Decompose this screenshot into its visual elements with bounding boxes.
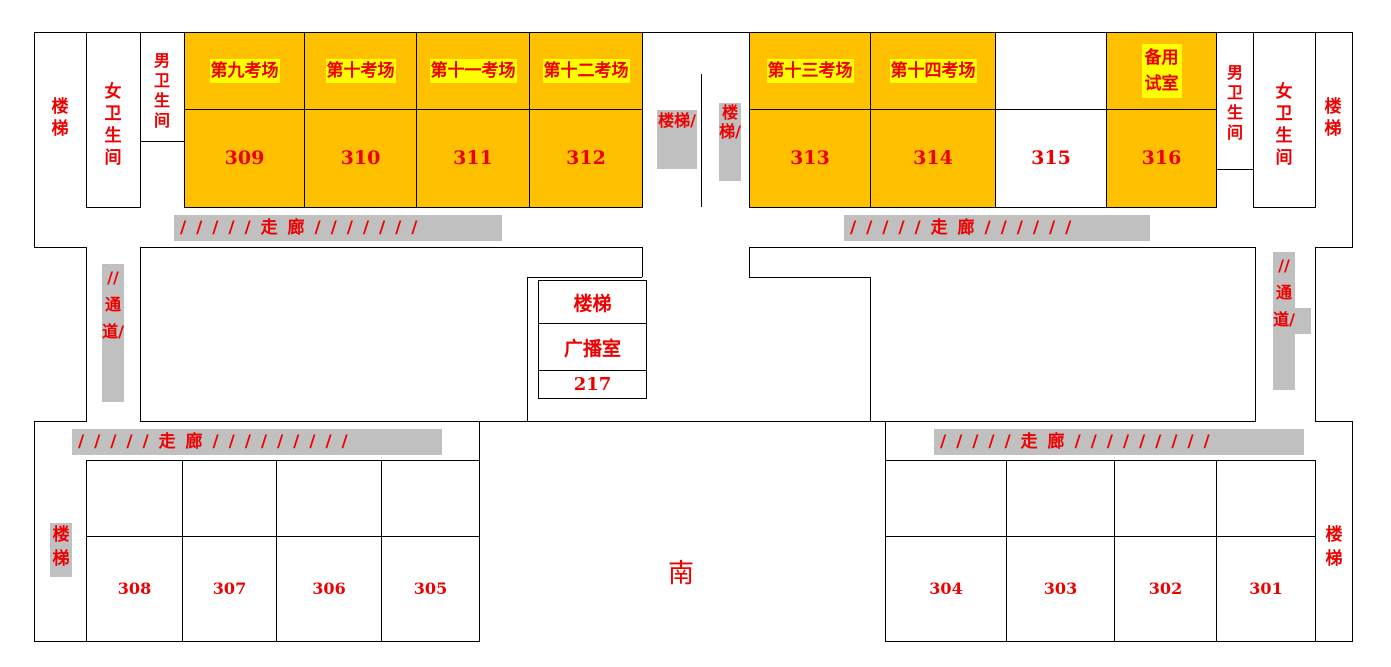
south-label: 南 — [668, 559, 695, 589]
corridor-north-left: / / / / / 走 廊 / / / / / / / — [174, 215, 502, 241]
exam-room-name: 第十二考场 — [542, 59, 630, 83]
room-302: 302 — [1114, 460, 1217, 642]
women-restroom-north-right: 女卫生间 — [1253, 32, 1316, 208]
center-stair: 楼梯 — [538, 280, 647, 324]
room-315: 315 — [995, 32, 1107, 208]
exam-room-309: 第九考场 309 — [184, 32, 305, 208]
passage-right: //通道/ — [1273, 252, 1295, 390]
exam-room-name: 第十考场 — [325, 59, 396, 83]
corridor-north-right: / / / / / 走 廊 / / / / / / — [844, 215, 1150, 241]
room-301: 301 — [1216, 460, 1316, 642]
exam-room-name: 第十三考场 — [766, 59, 854, 83]
exam-room-name: 备用试室 — [1141, 44, 1182, 98]
room-308: 308 — [86, 460, 183, 642]
stair-north-center-a: 楼梯/ — [657, 110, 697, 169]
room-number: 309 — [224, 147, 265, 169]
stair-south-right: 楼梯 — [1325, 525, 1343, 569]
room-number: 313 — [790, 147, 830, 169]
corridor-south-right: / / / / / 走 廊 / / / / / / / / / — [934, 429, 1304, 455]
broadcast-room: 广播室 — [538, 323, 647, 371]
reserve-room-316: 备用试室 316 — [1106, 32, 1217, 208]
room-307: 307 — [182, 460, 277, 642]
stair-north-left: 楼梯 — [45, 96, 75, 140]
exam-room-name: 第九考场 — [209, 59, 280, 83]
exam-room-312: 第十二考场 312 — [529, 32, 643, 208]
room-305: 305 — [381, 460, 480, 642]
room-number: 312 — [566, 147, 606, 169]
exam-room-name: 第十一考场 — [429, 59, 517, 83]
room-217: 217 — [538, 370, 647, 399]
exam-room-311: 第十一考场 311 — [416, 32, 530, 208]
room-number: 315 — [1031, 147, 1071, 169]
exam-room-310: 第十考场 310 — [304, 32, 417, 208]
room-number: 314 — [913, 147, 953, 169]
men-restroom-north-left: 男卫生间 — [140, 32, 185, 142]
stair-north-right: 楼梯 — [1324, 97, 1342, 139]
room-number: 316 — [1141, 147, 1182, 169]
corridor-south-left: / / / / / 走 廊 / / / / / / / / / — [72, 429, 442, 455]
stair-south-left: 楼梯 — [50, 523, 72, 577]
women-restroom-north-left: 女卫生间 — [86, 32, 141, 208]
exam-room-313: 第十三考场 313 — [749, 32, 871, 208]
room-303: 303 — [1006, 460, 1115, 642]
room-306: 306 — [276, 460, 382, 642]
men-restroom-north-right: 男卫生间 — [1216, 32, 1254, 170]
passage-left: //通道/ — [102, 264, 124, 402]
passage-right-notch — [1295, 308, 1311, 334]
room-number: 310 — [340, 147, 381, 169]
stair-north-center-b: 楼梯/ — [719, 103, 741, 181]
room-number: 311 — [453, 147, 493, 169]
room-304: 304 — [885, 460, 1007, 642]
exam-room-name: 第十四考场 — [889, 59, 977, 83]
exam-room-314: 第十四考场 314 — [870, 32, 996, 208]
